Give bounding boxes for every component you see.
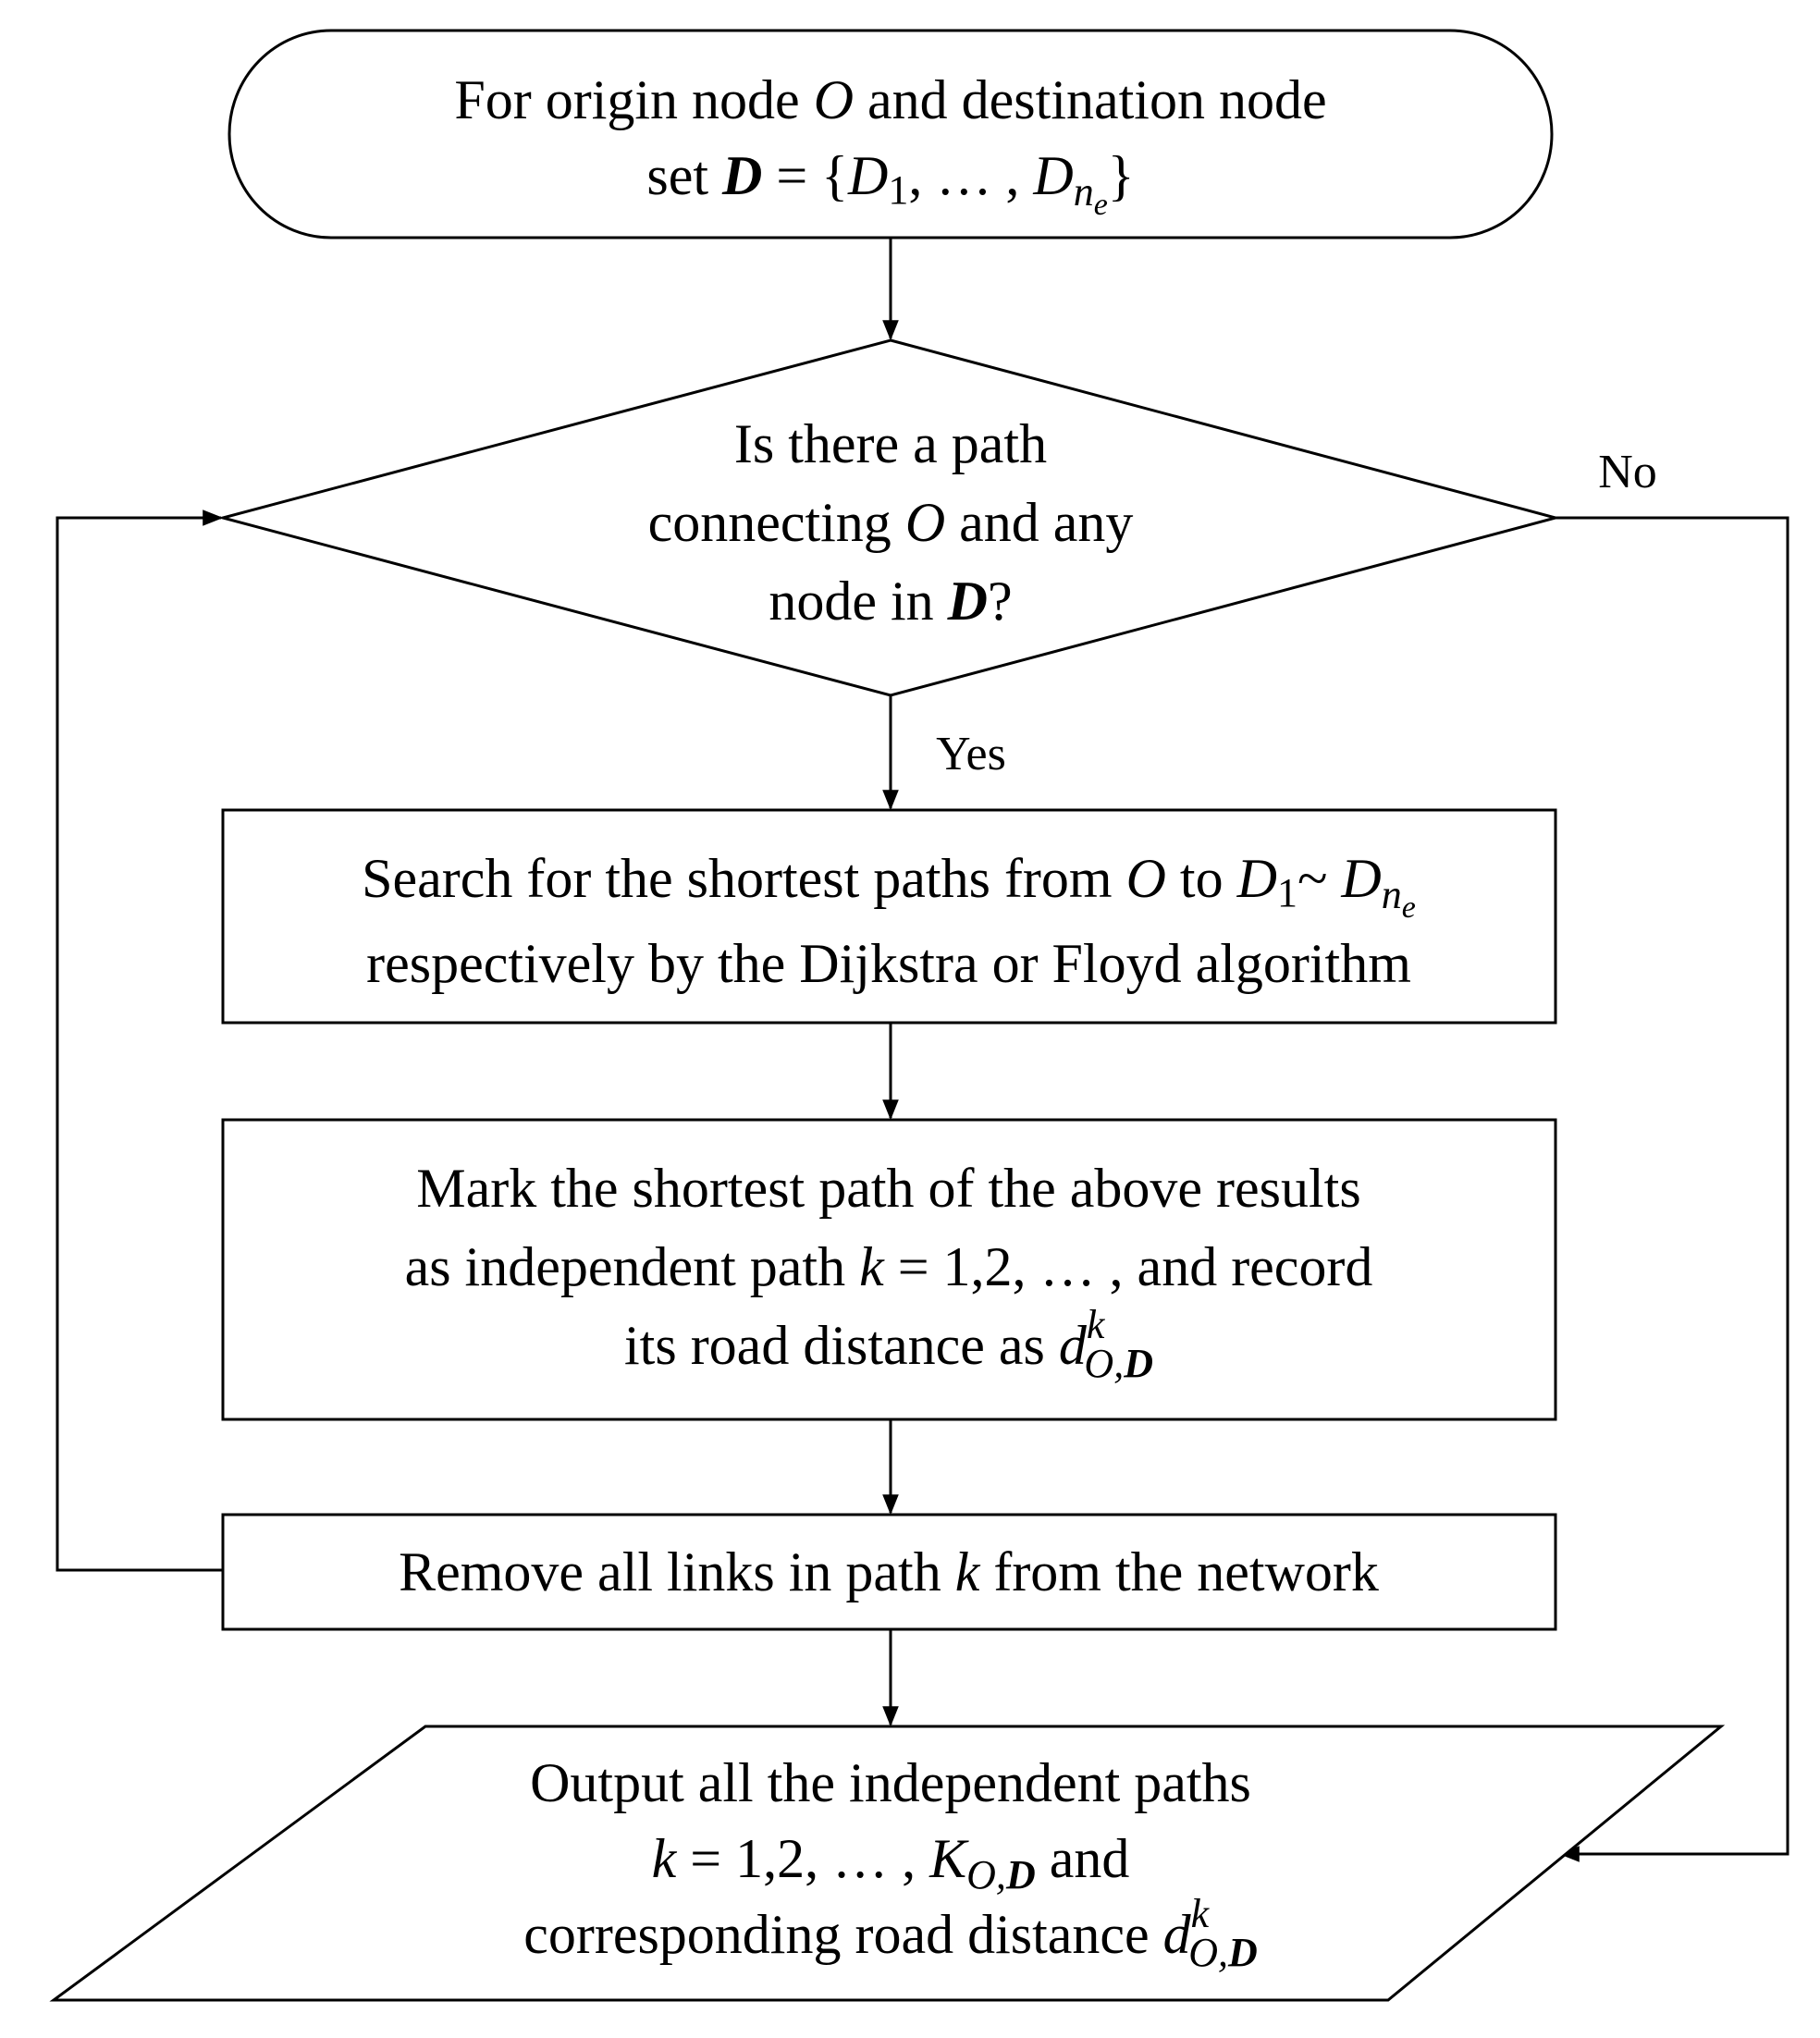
output-line-1: Output all the independent paths [530,1752,1251,1813]
no-label: No [1598,446,1657,498]
arrow-decision-no-to-output [1556,516,1789,1862]
output-line-2: k = 1,2, … , KO,D and [652,1828,1130,1897]
decision-line-1: Is there a path [734,413,1047,474]
yes-label: Yes [936,728,1006,780]
start-line-1: For origin node O and destination node [454,69,1326,130]
mark-box-shape [221,1118,1557,1421]
search-box-shape [221,808,1557,1025]
start-terminator-shape [228,29,1554,239]
remove-box-shape [221,1513,1557,1631]
mark-line-2: as independent path k = 1,2, … , and rec… [405,1236,1373,1297]
decision-node: Is there a path connecting O and any nod… [217,338,1561,697]
start-node: For origin node O and destination node s… [228,29,1554,239]
arrow-remove-loop-to-decision [55,510,224,1572]
mark-node: Mark the shortest path of the above resu… [221,1118,1557,1421]
remove-node: Remove all links in path k from the netw… [221,1513,1557,1631]
mark-line-1: Mark the shortest path of the above resu… [416,1158,1360,1219]
search-line-2: respectively by the Dijkstra or Floyd al… [366,933,1411,994]
output-node: Output all the independent paths k = 1,2… [49,1725,1726,2002]
remove-line-1: Remove all links in path k from the netw… [399,1541,1379,1602]
decision-line-2: connecting O and any [648,492,1134,553]
decision-line-3: node in D? [769,571,1012,632]
search-line-1: Search for the shortest paths from O to … [362,848,1416,925]
start-line-2: set D = {D1, … , Dne} [646,145,1134,222]
search-node: Search for the shortest paths from O to … [221,808,1557,1025]
output-parallelogram-shape [49,1725,1726,2002]
